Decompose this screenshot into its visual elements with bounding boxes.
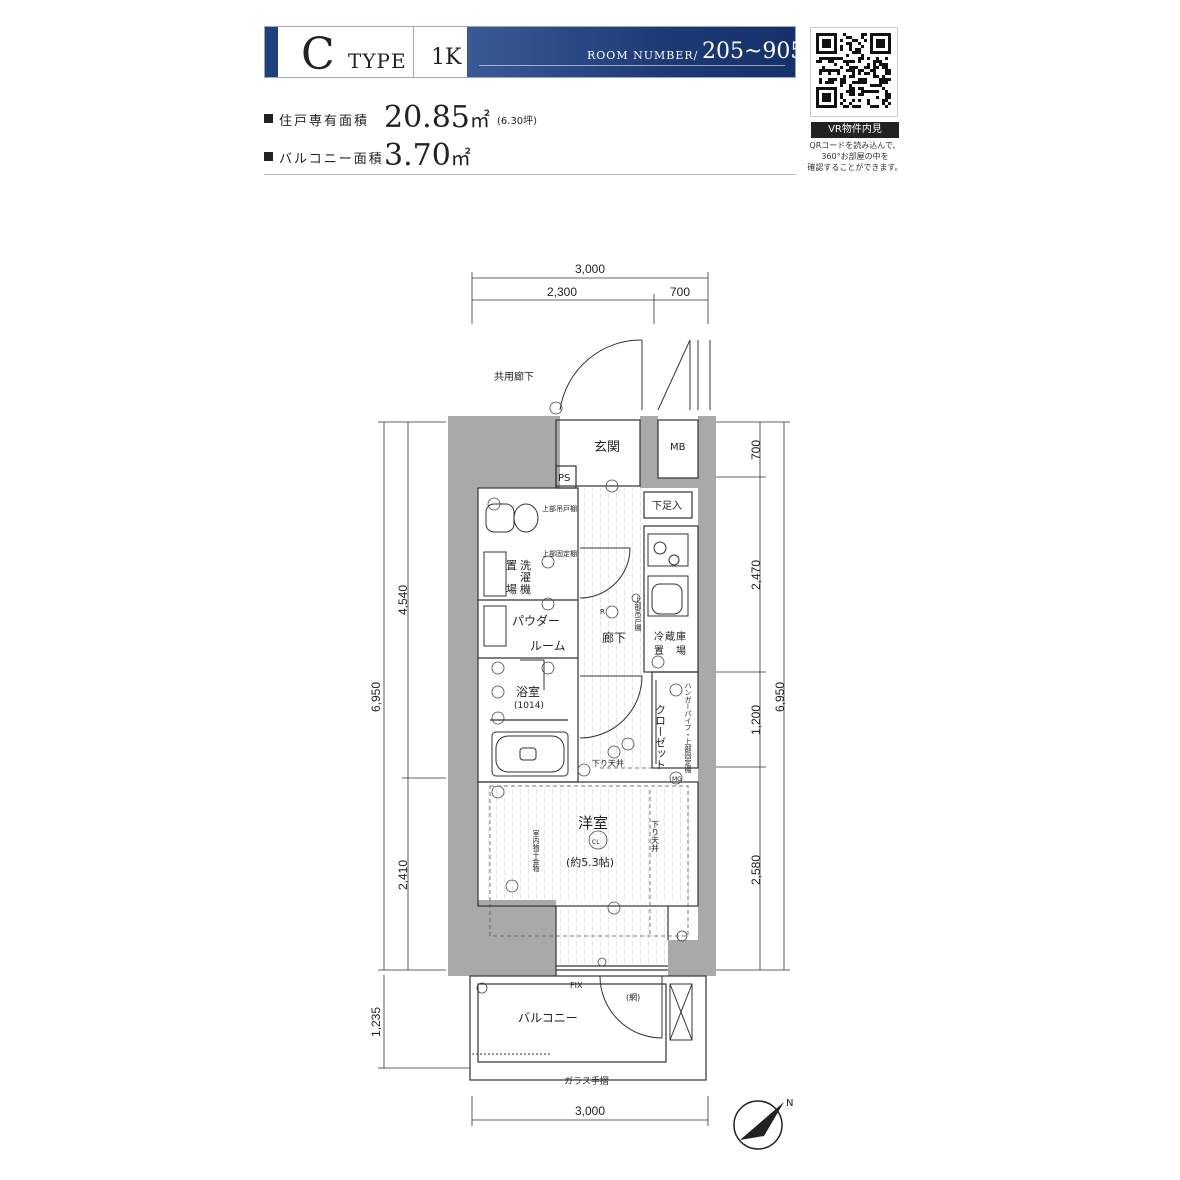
bullet-square (264, 114, 273, 123)
label-kitchen-upper: 上部吊戸棚 (634, 595, 642, 632)
dim-top-left: 2,300 (547, 285, 577, 299)
dim-right-1: 700 (749, 440, 763, 460)
dim-left-upper: 4,540 (396, 585, 410, 615)
label-bath-size: (1014) (514, 701, 544, 711)
label-closet: クローゼット (654, 704, 667, 770)
room-labels: 共用廊下 玄関 MB PS 下足入 上部吊戸棚 上部固定棚 洗 濯 機 置 場 … (494, 370, 692, 1087)
floor-hatching (482, 488, 694, 964)
label-fridge-5: 場 (676, 644, 686, 657)
balcony-area-number: 3.70 (384, 138, 451, 173)
label-ps: PS (558, 473, 570, 484)
label-cl: CL (592, 839, 600, 846)
dim-top-right: 700 (670, 285, 690, 299)
dim-bottom-total: 3,000 (575, 1104, 605, 1118)
lowered-ceiling-outline (489, 767, 689, 937)
label-washer-2: 濯 (520, 571, 531, 584)
header-accent (265, 27, 278, 77)
doors (520, 339, 711, 1039)
label-fridge-3: 庫 (676, 630, 686, 643)
dim-left-balcony: 1,235 (369, 1007, 383, 1037)
walls (448, 416, 716, 976)
type-word: TYPE (348, 49, 407, 73)
label-washer-3: 機 (520, 582, 531, 596)
label-western-room: 洋室 (578, 814, 608, 832)
label-indoor-dryer: 室内物干金物 (532, 829, 540, 873)
north-label: N (786, 1098, 793, 1109)
dim-top-total: 3,000 (575, 262, 605, 276)
label-glass-rail: ガラス手摺 (564, 1075, 609, 1087)
label-bath: 浴室 (516, 684, 540, 699)
balcony-area-value: 3.70㎡ (384, 138, 471, 173)
room-number-rule (479, 65, 785, 66)
room-number-panel: ROOM NUMBER/ 205~905 (467, 27, 804, 77)
dimension-lines (378, 272, 790, 1126)
label-western-size: (約5.3帖) (566, 855, 614, 869)
label-washer-4: 置 (506, 559, 517, 572)
label-fridge-2: 蔵 (665, 630, 675, 643)
label-lowered-ceiling-1: 下り天井 (592, 758, 624, 768)
dim-left-lower: 2,410 (396, 860, 410, 890)
unit-area-number: 20.85 (384, 100, 470, 135)
unit-area-unit: ㎡ (469, 108, 490, 132)
qr-code[interactable] (810, 27, 898, 117)
fixtures (472, 503, 693, 1055)
label-screen: (網) (626, 992, 640, 1002)
balcony-area-unit: ㎡ (450, 146, 471, 170)
dim-right-3: 1,200 (749, 705, 763, 735)
north-arrow-icon: N (733, 1098, 793, 1150)
label-washer-5: 場 (506, 583, 517, 596)
label-upper-cabinet: 上部吊戸棚 (542, 504, 577, 513)
label-lowered-ceiling-2: 下り天井 (651, 820, 660, 853)
label-powder-1: パウダー (512, 613, 560, 628)
label-washer-1: 洗 (520, 559, 531, 572)
label-hallway: 廊下 (602, 630, 626, 645)
label-r: R (600, 608, 605, 616)
dim-left-total: 6,950 (369, 682, 383, 712)
layout-type: 1K (431, 45, 462, 70)
room-number-label: ROOM NUMBER/ (587, 49, 699, 62)
label-powder-2: ルーム (530, 639, 566, 653)
balcony-area-label: バルコニー面積 (279, 152, 384, 167)
vr-badge: VR物件内見 (811, 122, 899, 138)
dim-right-2: 2,470 (749, 560, 763, 590)
type-letter: C (301, 29, 335, 80)
label-shoe-box: 下足入 (652, 500, 682, 512)
label-fridge-4: 置 (654, 645, 664, 657)
label-entrance: 玄関 (594, 440, 620, 455)
unit-area-value: 20.85㎡ (384, 100, 490, 135)
label-upper-shelf: 上部固定棚 (542, 549, 577, 558)
electrical-symbols (476, 401, 688, 994)
type-separator (413, 27, 414, 77)
dim-right-4: 2,580 (749, 855, 763, 885)
bullet-square (264, 152, 273, 161)
vr-note: QRコードを読み込んで、 360°お部屋の中を 確認することができます。 (807, 141, 903, 172)
header-bar: C TYPE 1K ROOM NUMBER/ 205~905 (264, 26, 804, 80)
label-common-corridor: 共用廊下 (494, 370, 534, 383)
label-mb: MB (670, 442, 686, 453)
header-rule (264, 174, 796, 175)
label-hanger-pipe: ハンガーパイプ・上部固定棚 (684, 682, 692, 774)
unit-area-tsubo: (6.30坪) (497, 116, 538, 127)
unit-area-label: 住戸専有面積 (279, 114, 370, 129)
dim-right-total: 6,950 (773, 682, 787, 712)
label-fix: FIX (570, 981, 583, 990)
label-balcony: バルコニー (518, 1011, 578, 1025)
label-fridge-1: 冷 (654, 630, 664, 643)
dimension-labels: 3,000 2,300 700 4,540 6,950 2,410 1,235 … (369, 262, 787, 1118)
label-mg: MG (672, 776, 682, 783)
room-number-value: 205~905 (702, 39, 805, 64)
qr-code-icon (816, 33, 891, 108)
